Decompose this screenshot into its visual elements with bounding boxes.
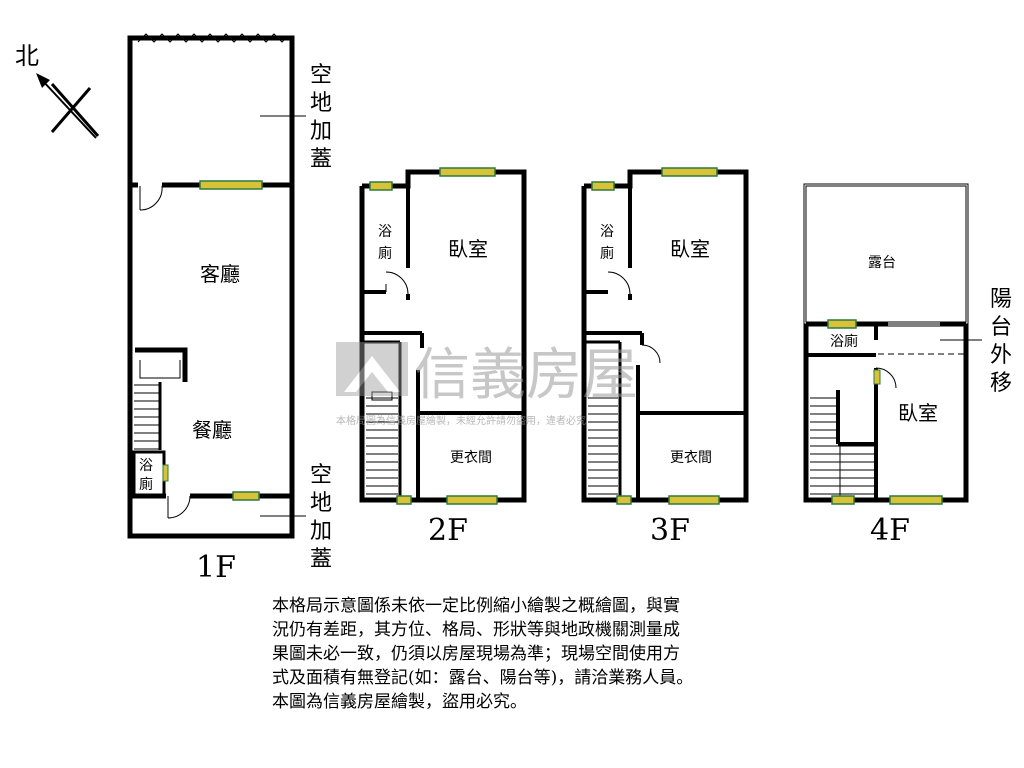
disclaimer-line: 果圖未必一致，仍須以房屋現場為準；現場空間使用方 [272,644,680,664]
svg-text:空: 空 [310,63,332,88]
1f-extension-top-label: 空 地 加 蓋 [310,63,332,172]
floor-1f-plan [127,33,306,539]
svg-text:地: 地 [310,491,332,516]
compass-line-1 [50,83,100,137]
svg-text:地: 地 [310,91,332,116]
1f-window-top [199,180,263,190]
1f-top-door-arc [139,185,163,211]
2f-windows [369,167,498,505]
3f-windows [591,167,720,505]
4f-terrace-label: 露台 [868,255,896,271]
2f-bath-label-char2: 廁 [378,245,392,262]
floor-4f-plan [803,183,982,503]
4f-terrace-outline [803,183,969,325]
4f-window-bedroom [889,495,943,505]
disclaimer-line: 況仍有差距，其方位、格局、形狀等與地政機關測量成 [272,620,680,640]
north-arrow-icon [36,73,50,88]
3f-hall-door-arc [641,344,661,364]
floor-3f-plan [581,169,749,503]
3f-bath-label-char2: 廁 [600,245,614,262]
2f-window-closet [446,495,498,505]
4f-stairs [810,397,874,500]
1f-windows [162,180,263,501]
4f-windows [827,319,943,505]
1f-bath-label-char2: 廁 [139,476,153,493]
3f-window-stair [616,495,632,505]
disclaimer-line: 本格局示意圖係未依一定比例縮小繪製之概繪圖，與實 [272,596,680,616]
1f-bath-window [162,464,169,482]
1f-extension-bottom-label: 空 地 加 蓋 [310,463,332,572]
2f-window-bath [369,181,393,191]
1f-living-label: 客廳 [200,262,240,286]
4f-bath-label: 浴廁 [830,333,858,350]
1f-window-bottom [232,491,260,501]
watermark-notice: 本格局圖為信義房屋繪製，未經允許請勿盜用，違者必究 [336,414,586,427]
svg-text:陽: 陽 [990,287,1012,312]
watermark-brand: 信義房屋 [414,343,638,408]
2f-outer-wall [359,169,527,503]
disclaimer: 本格局示意圖係未依一定比例縮小繪製之概繪圖，與實 況仍有差距，其方位、格局、形狀… [272,594,872,714]
3f-bath-label-char1: 浴 [600,224,614,240]
1f-canopy-zigzag [137,33,289,43]
1f-dining-label: 餐廳 [192,418,232,442]
3f-stairs [588,397,618,495]
2f-window-stair [396,495,412,505]
2f-closet-label: 更衣間 [450,450,492,466]
svg-text:外: 外 [990,343,1012,368]
1f-bottom-door-arc [167,495,191,519]
4f-terrace-inner [805,185,967,323]
2f-bath-label-char1: 浴 [378,224,392,240]
2f-bath-door-arc [385,271,409,295]
compass: 北 [15,42,100,139]
svg-text:加: 加 [310,519,332,544]
svg-text:移: 移 [990,371,1012,396]
watermark: 信義房屋 本格局圖為信義房屋繪製，未經允許請勿盜用，違者必究 [336,342,638,427]
svg-text:蓋: 蓋 [310,147,332,172]
1f-floor-label: 1F [196,550,236,585]
disclaimer-line: 本圖為信義房屋繪製，盜用必究。 [272,692,527,712]
1f-stair-wall [135,347,188,382]
4f-outer-wall [803,324,969,503]
4f-bedroom-label: 臥室 [898,401,938,425]
svg-text:台: 台 [990,315,1012,340]
4f-window-stair [831,495,855,505]
4f-balcony-note: 陽 台 外 移 [990,287,1012,396]
2f-stairs [366,391,398,495]
1f-bath-label-char1: 浴 [139,458,153,474]
1f-stairs [134,360,181,450]
2f-bedroom-label: 臥室 [448,237,488,261]
3f-bedroom-label: 臥室 [670,237,710,261]
disclaimer-line: 式及面積有無登記(如：露台、陽台等)，請洽業務人員。 [272,668,694,688]
1f-outer-wall [127,35,295,539]
2f-floor-label: 2F [428,513,468,548]
svg-text:空: 空 [310,463,332,488]
floor-2f-plan [359,169,527,503]
svg-text:加: 加 [310,119,332,144]
3f-window-closet [668,495,720,505]
3f-window-bedroom [661,167,718,177]
2f-window-bedroom [439,167,496,177]
watermark-logo-icon [336,342,408,396]
4f-bedroom-door-arc [875,367,897,389]
4f-floor-label: 4F [870,513,910,548]
svg-text:蓋: 蓋 [310,547,332,572]
3f-closet-label: 更衣間 [670,450,712,466]
north-arrow-shaft [41,79,97,139]
3f-floor-label: 3F [650,513,690,548]
4f-door-marker [873,369,881,385]
north-label: 北 [15,42,39,70]
3f-bath-door-arc [607,271,631,295]
3f-outer-wall [581,169,749,503]
4f-window-bath [827,319,857,329]
3f-window-bath [591,181,615,191]
